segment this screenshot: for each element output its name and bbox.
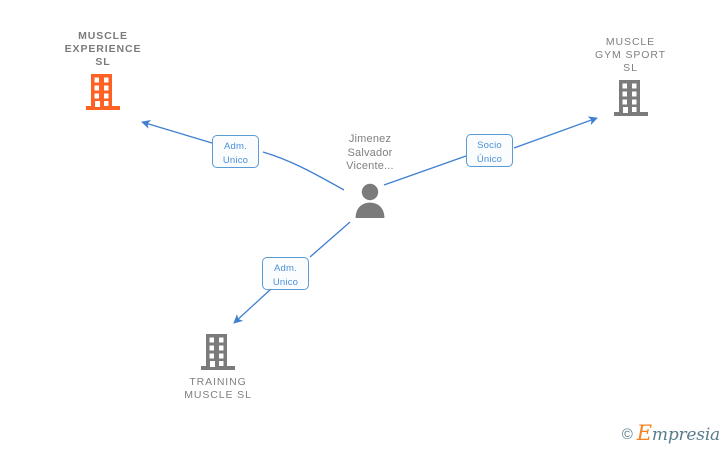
node-training-muscle[interactable]: TRAINING MUSCLE SL — [148, 333, 288, 402]
building-icon — [28, 73, 178, 111]
empresia-watermark: © Empresia — [621, 423, 720, 445]
node-label-training-muscle: TRAINING MUSCLE SL — [184, 376, 252, 401]
edge-line-muscle-experience-outer — [141, 119, 213, 144]
edge-line-training-muscle-outer — [233, 287, 273, 324]
building-icon — [148, 333, 288, 371]
node-person[interactable]: Jimenez Salvador Vicente... — [306, 133, 434, 218]
edge-line-muscle-gym-sport-outer — [513, 116, 598, 149]
node-label-muscle-experience: MUSCLE EXPERIENCE SL — [64, 30, 142, 68]
edge-label-muscle-gym-sport[interactable]: Socio Único — [466, 134, 513, 167]
edge-label-training-muscle[interactable]: Adm. Unico — [262, 257, 309, 290]
copyright-icon: © — [621, 426, 633, 443]
edge-line-training-muscle-inner — [309, 221, 351, 258]
brand-wordmark: Empresia — [637, 423, 720, 445]
edge-label-muscle-experience[interactable]: Adm. Unico — [212, 135, 259, 168]
brand-rest: mpresia — [651, 425, 720, 445]
node-muscle-gym-sport[interactable]: MUSCLE GYM SPORT SL — [558, 36, 703, 117]
node-muscle-experience[interactable]: MUSCLE EXPERIENCE SL — [28, 30, 178, 111]
brand-initial: E — [636, 421, 652, 445]
node-label-muscle-gym-sport: MUSCLE GYM SPORT SL — [595, 36, 666, 74]
person-icon — [306, 182, 434, 218]
node-label-person: Jimenez Salvador Vicente... — [346, 133, 394, 172]
building-icon — [558, 79, 703, 117]
